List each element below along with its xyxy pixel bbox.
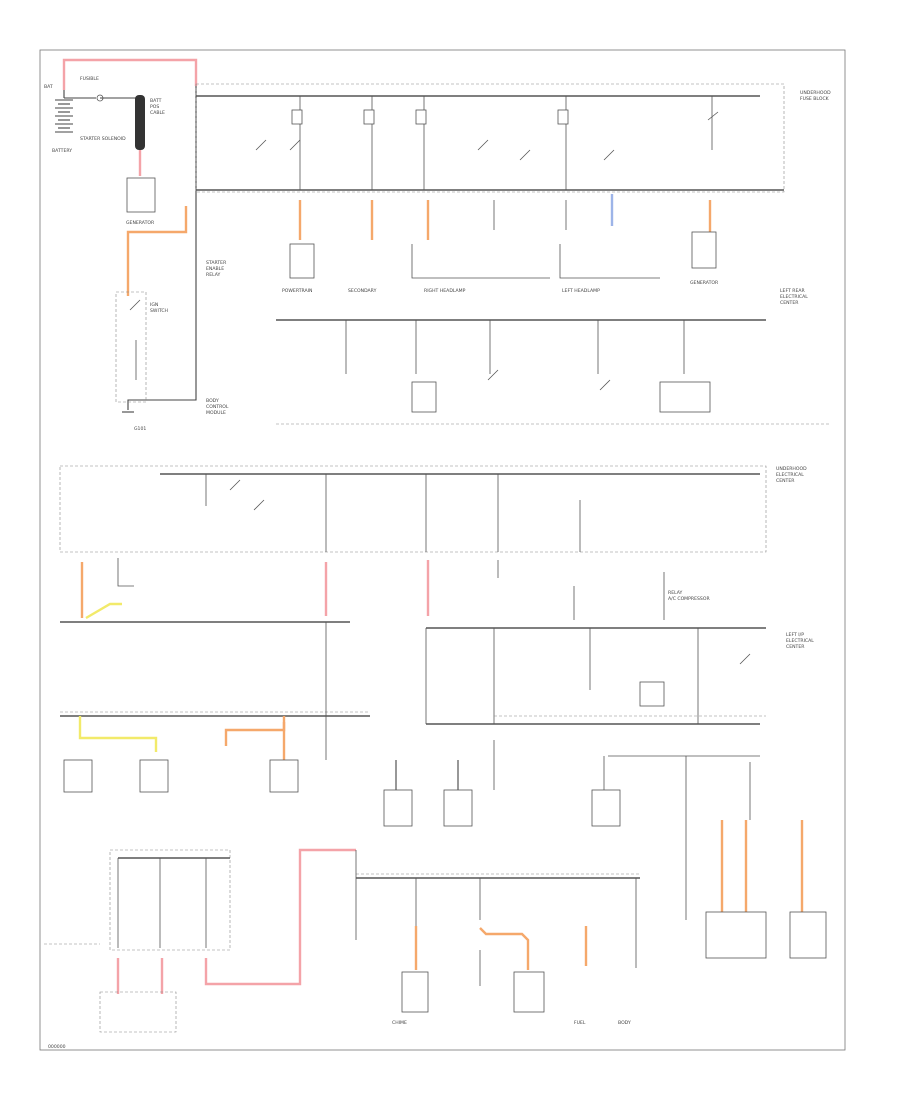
svg-text:FUSE BLOCK: FUSE BLOCK (800, 96, 830, 102)
svg-text:ELECTRICAL: ELECTRICAL (780, 294, 808, 300)
svg-text:SECONDARY: SECONDARY (348, 288, 377, 294)
svg-text:CONTROL: CONTROL (206, 404, 229, 410)
generator-box (126, 177, 156, 213)
svg-text:ELECTRICAL: ELECTRICAL (776, 472, 804, 478)
bottom-section: CHIME FUEL BODY (44, 848, 640, 1033)
svg-text:BODY: BODY (618, 1020, 631, 1026)
middle-outputs: RELAY A/C COMPRESSOR (60, 558, 766, 629)
svg-text:STARTER: STARTER (206, 260, 227, 266)
svg-text:POWERTRAIN: POWERTRAIN (282, 288, 312, 294)
battery-label: BATTERY (52, 148, 72, 154)
svg-text:MODULE: MODULE (206, 410, 226, 416)
battery-icon (55, 99, 73, 133)
ignition-switch-section: IGN SWITCH STARTER ENABLE RELAY BODY CON… (115, 86, 229, 432)
svg-text:UNDERHOOD: UNDERHOOD (776, 466, 807, 472)
diagram-border (39, 49, 846, 1051)
svg-text:CHIME: CHIME (392, 1020, 407, 1026)
svg-text:CENTER: CENTER (780, 300, 799, 306)
svg-text:IGN: IGN (150, 302, 158, 308)
svg-text:CENTER: CENTER (776, 478, 795, 484)
starter-solenoid-label: STARTER SOLENOID (80, 136, 126, 142)
ip-fuse-block: LEFT REAR ELECTRICAL CENTER (276, 288, 830, 425)
svg-text:SWITCH: SWITCH (150, 308, 168, 314)
lower-outputs (63, 716, 827, 959)
svg-text:RIGHT HEADLAMP: RIGHT HEADLAMP (424, 288, 466, 294)
svg-text:ENABLE: ENABLE (206, 266, 224, 272)
battery-starter-section: BAT FUSIBLE BATTERY STARTER SOLENOID GEN… (44, 58, 198, 226)
svg-text:UNDERHOOD: UNDERHOOD (800, 90, 831, 96)
svg-text:GENERATOR: GENERATOR (690, 280, 719, 286)
svg-text:RELAY: RELAY (668, 590, 683, 596)
svg-text:CENTER: CENTER (786, 644, 805, 650)
underhood-fuse-block-top: UNDERHOOD FUSE BLOCK (195, 83, 831, 193)
svg-text:A/C COMPRESSOR: A/C COMPRESSOR (668, 596, 710, 602)
svg-text:POS: POS (150, 104, 159, 110)
svg-text:RELAY: RELAY (206, 272, 221, 278)
ground-label: G101 (134, 426, 146, 432)
svg-text:FUSIBLE: FUSIBLE (80, 76, 99, 82)
svg-text:LEFT REAR: LEFT REAR (780, 288, 806, 294)
svg-text:BODY: BODY (206, 398, 219, 404)
middle-fuse-block: UNDERHOOD ELECTRICAL CENTER (59, 465, 807, 553)
top-outputs: POWERTRAIN SECONDARY RIGHT HEADLAMP LEFT… (282, 194, 719, 294)
svg-text:BATT: BATT (150, 98, 162, 104)
svg-text:CABLE: CABLE (150, 110, 165, 116)
svg-text:ELECTRICAL: ELECTRICAL (786, 638, 814, 644)
lower-middle: LEFT I/P ELECTRICAL CENTER (60, 622, 814, 725)
generator-label: GENERATOR (126, 220, 155, 226)
diagram-code: 000000 (48, 1044, 66, 1050)
svg-text:FUEL: FUEL (574, 1020, 586, 1026)
svg-text:LEFT I/P: LEFT I/P (786, 632, 804, 638)
fuse-block-coil-icon (135, 95, 145, 150)
svg-text:LEFT HEADLAMP: LEFT HEADLAMP (562, 288, 600, 294)
svg-text:BAT: BAT (44, 84, 53, 90)
